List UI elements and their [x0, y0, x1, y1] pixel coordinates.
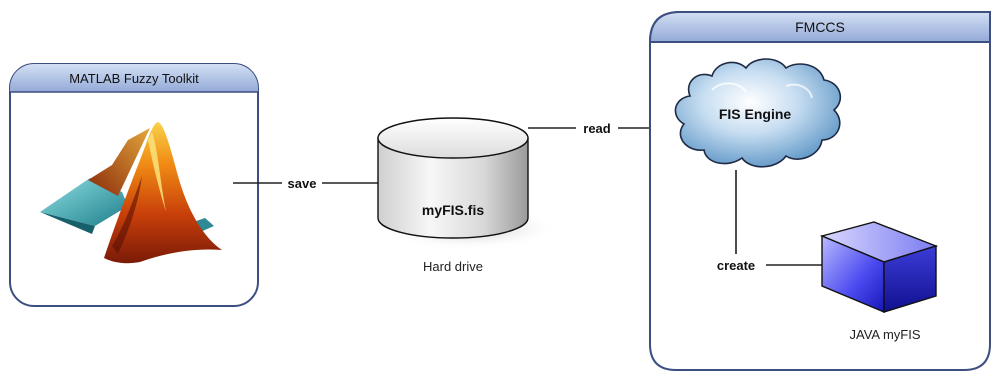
hard-drive-file-label: myFIS.fis: [422, 202, 484, 218]
java-myfis-caption: JAVA myFIS: [849, 327, 920, 342]
matlab-panel: MATLAB Fuzzy Toolkit: [9, 63, 259, 307]
save-connector: save: [233, 176, 378, 191]
hard-drive: myFIS.fis Hard drive: [377, 117, 560, 274]
matlab-panel-header: [10, 64, 258, 92]
hard-drive-caption: Hard drive: [423, 259, 483, 274]
matlab-membrane-logo-icon: [40, 122, 222, 264]
fmccs-panel-frame: [649, 11, 991, 371]
create-label: create: [717, 258, 755, 273]
create-connector: create: [717, 170, 822, 273]
fis-engine-label: FIS Engine: [719, 106, 792, 122]
read-label: read: [583, 121, 611, 136]
cylinder-disk-icon: [377, 117, 529, 239]
fmccs-panel: FMCCS FIS Engine create JAVA myFIS: [648, 11, 991, 371]
save-label: save: [288, 176, 317, 191]
cube-icon: [819, 221, 939, 314]
matlab-panel-title: MATLAB Fuzzy Toolkit: [69, 71, 199, 86]
cloud-icon: [674, 58, 842, 168]
fmccs-panel-title: FMCCS: [795, 19, 845, 35]
fmccs-panel-header: [648, 11, 991, 43]
